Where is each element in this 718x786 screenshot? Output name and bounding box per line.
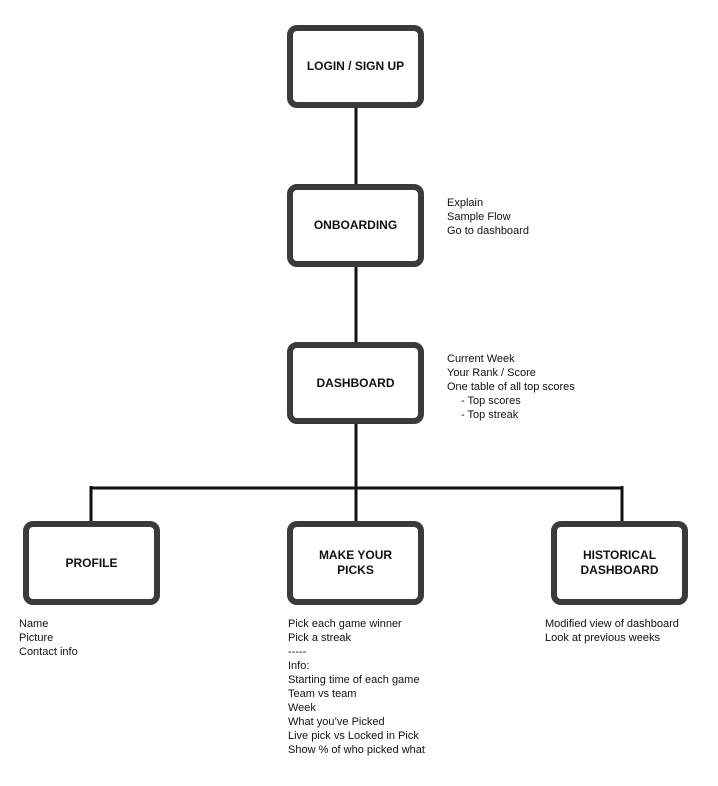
node-label: MAKE YOUR PICKS [318,548,393,577]
note-line: Team vs team [288,688,357,700]
note-line: Starting time of each game [288,674,420,686]
note-line: Look at previous weeks [545,632,660,644]
node-label: PROFILE [65,555,118,570]
make-your-picks-node: MAKE YOUR PICKS [287,521,424,605]
note-line: Live pick vs Locked in Pick [288,730,419,742]
node-label: HISTORICAL DASHBOARD [580,548,659,577]
note-line: Go to dashboard [447,225,529,237]
node-label: ONBOARDING [313,218,398,232]
note-line: Name [19,618,49,630]
dashboard-notes: Current Week Your Rank / Score One table… [447,352,575,422]
note-subline: - Top streak [461,409,519,421]
note-line: Contact info [19,646,78,658]
dashboard-node: DASHBOARD [287,342,424,424]
node-label: DASHBOARD [316,375,395,390]
note-line: Pick each game winner [288,618,402,630]
profile-node: PROFILE [23,521,160,605]
note-line: Pick a streak [288,632,351,644]
onboarding-node: ONBOARDING [287,184,424,267]
note-line: Show % of who picked what [288,744,425,756]
note-subline: - Top scores [461,395,521,407]
onboarding-notes: Explain Sample Flow Go to dashboard [447,196,529,238]
note-line: What you’ve Picked [288,716,385,728]
note-line: Sample Flow [447,211,511,223]
note-line: Explain [447,197,484,209]
note-line: Week [288,702,316,714]
note-separator: ----- [288,646,307,658]
node-label: LOGIN / SIGN UP [306,59,405,73]
make-your-picks-notes: Pick each game winner Pick a streak ----… [288,617,425,757]
note-line: Your Rank / Score [447,367,536,379]
historical-dashboard-notes: Modified view of dashboard Look at previ… [545,617,679,645]
note-line: Modified view of dashboard [545,618,679,630]
note-line: Picture [19,632,54,644]
note-line: Current Week [447,353,515,365]
historical-dashboard-node: HISTORICAL DASHBOARD [551,521,688,605]
login-signup-node: LOGIN / SIGN UP [287,25,424,108]
note-line: Info: [288,660,310,672]
note-line: One table of all top scores [447,381,575,393]
profile-notes: Name Picture Contact info [19,617,78,659]
